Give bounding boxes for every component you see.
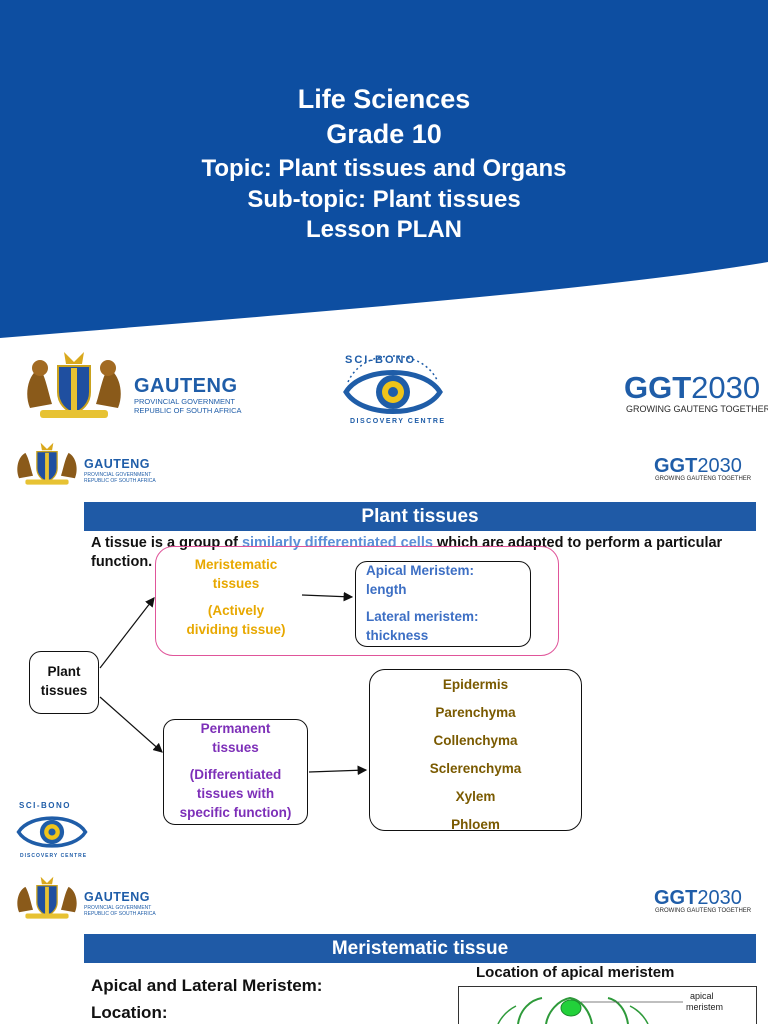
list-item: Sclerenchyma [429, 761, 522, 776]
section-heading-meristematic-tissue: Meristematic tissue [84, 934, 756, 963]
gauteng-logo-text: GAUTENG [134, 375, 238, 397]
ggt2030-logo: GGT2030 [654, 887, 742, 909]
ggt2030-logo-subtitle: GROWING GAUTENG TOGETHER [655, 476, 752, 482]
title-topic: Topic: Plant tissues and Organs [201, 155, 567, 182]
figure-title: Location of apical meristem [476, 964, 675, 981]
title-lesson-plan: Lesson PLAN [305, 216, 463, 243]
gauteng-logo-text: GAUTENG [84, 890, 150, 904]
title-grade: Grade 10 [326, 119, 442, 149]
apical-lateral-meristem-heading: Apical and Lateral Meristem: [91, 976, 323, 995]
figure-label-apical: apical [690, 991, 714, 1001]
apical-meristem-figure [458, 986, 757, 1024]
figure-label-meristem: meristem [686, 1002, 724, 1012]
gauteng-coat-of-arms-icon [17, 876, 77, 919]
diagram-connectors [99, 591, 368, 776]
permanent-tissues-label: Permanent tissues (Differentiated tissue… [179, 721, 292, 820]
meristem-types-node [355, 561, 531, 647]
permanent-tissue-types-list: Epidermis Parenchyma Collenchyma Scleren… [369, 671, 582, 839]
sci-bono-logo-text: SCI-BONO [19, 801, 71, 810]
sci-bono-logo-subtitle: DISCOVERY CENTRE [20, 853, 88, 859]
gauteng-coat-of-arms-icon [17, 442, 77, 485]
gauteng-logo-subtitle: PROVINCIAL GOVERNMENT [84, 905, 152, 911]
gauteng-coat-of-arms-icon [27, 352, 121, 418]
title-subject: Life Sciences [297, 84, 471, 114]
ggt2030-logo: GGT2030 [654, 455, 742, 477]
ggt2030-logo-subtitle: GROWING GAUTENG TOGETHER [626, 404, 768, 414]
gauteng-logo-subtitle: REPUBLIC OF SOUTH AFRICA [84, 911, 156, 917]
meristematic-tissues-node [170, 556, 301, 642]
plant-tissues-node [29, 651, 99, 714]
location-heading: Location: [91, 1003, 168, 1022]
ggt2030-logo-subtitle: GROWING GAUTENG TOGETHER [655, 908, 752, 914]
meristematic-group-highlight [155, 546, 559, 656]
gauteng-logo-subtitle: PROVINCIAL GOVERNMENT [134, 397, 235, 406]
ggt2030-logo: GGT2030 [624, 370, 761, 405]
gauteng-logo-text: GAUTENG [84, 457, 150, 471]
tissue-definition-line2: function. [91, 554, 153, 570]
list-item: Collenchyma [433, 733, 518, 748]
gauteng-logo-subtitle: PROVINCIAL GOVERNMENT [84, 472, 152, 478]
gauteng-logo-subtitle: REPUBLIC OF SOUTH AFRICA [134, 406, 242, 415]
title-banner [0, 0, 768, 338]
title-subtopic: Sub-topic: Plant tissues [247, 186, 521, 213]
sci-bono-eye-icon [16, 816, 88, 848]
permanent-tissue-types-node [369, 669, 582, 831]
tissue-definition: A tissue is a group of similarly differe… [91, 535, 723, 551]
list-item: Epidermis [442, 677, 509, 692]
sci-bono-logo-subtitle: DISCOVERY CENTRE [350, 418, 446, 425]
list-item: Parenchyma [435, 705, 516, 720]
meristem-types-label: Apical Meristem: length Lateral meristem… [366, 563, 479, 643]
sci-bono-eye-icon [343, 355, 443, 414]
sci-bono-logo-text: SCI-BONO [345, 354, 416, 366]
section-heading-plant-tissues: Plant tissues [84, 502, 756, 531]
list-item: Phloem [451, 817, 500, 832]
permanent-tissues-node [163, 719, 308, 825]
gauteng-logo-subtitle: REPUBLIC OF SOUTH AFRICA [84, 478, 156, 484]
list-item: Xylem [455, 789, 496, 804]
meristematic-tissues-label: Meristematic tissues (Actively dividing … [186, 557, 286, 637]
